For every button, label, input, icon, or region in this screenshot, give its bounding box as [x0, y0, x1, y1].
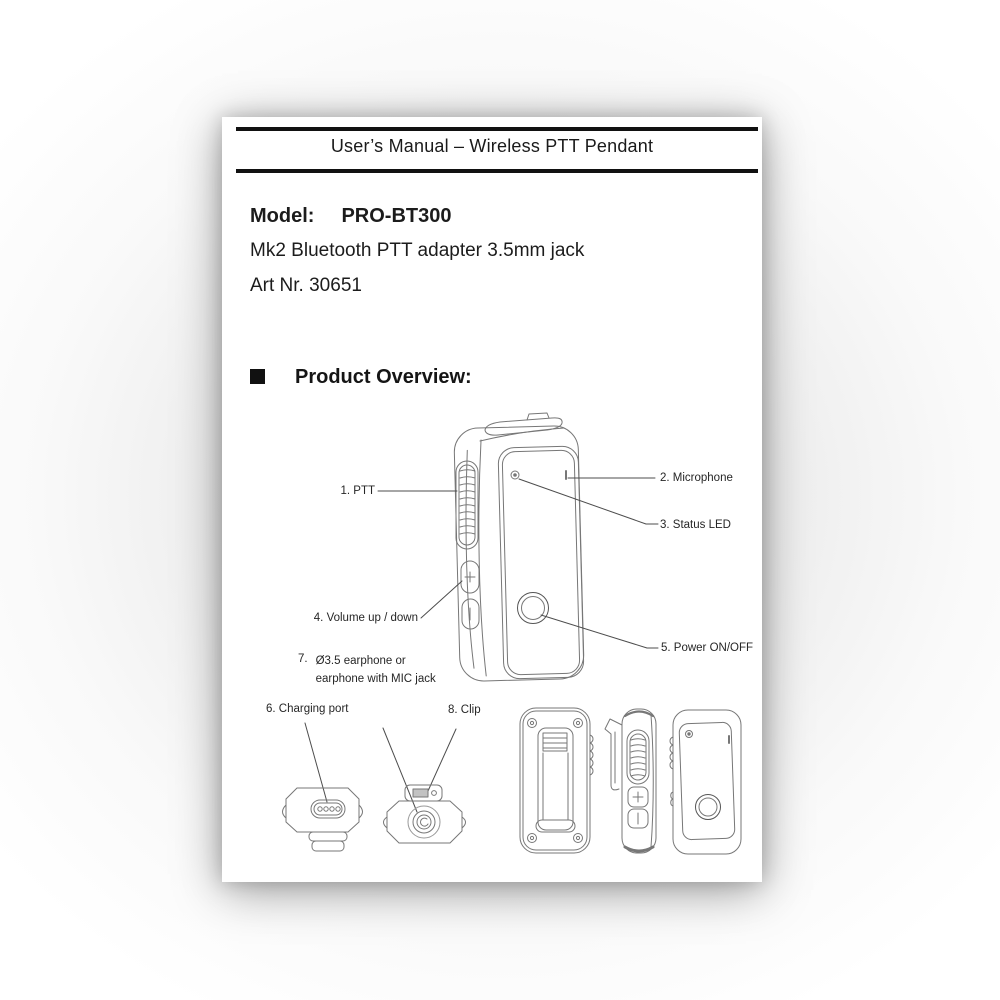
power-button-drawing	[517, 592, 549, 624]
callout-status-led: 3. Status LED	[660, 519, 731, 531]
header-rule-top	[236, 127, 758, 131]
callout-line-status-led	[518, 478, 659, 525]
belt-clip	[535, 727, 576, 833]
model-label: Model:	[250, 205, 315, 227]
screws	[527, 718, 583, 843]
status-led	[510, 470, 520, 480]
front-view	[669, 709, 742, 855]
callout-power: 5. Power ON/OFF	[661, 642, 754, 654]
side-ptt	[626, 729, 650, 785]
callout-earphone-line2: earphone with MIC jack	[315, 673, 436, 685]
callout-line-charging	[304, 722, 328, 803]
callout-lines	[304, 477, 659, 813]
callout-line-power	[540, 614, 659, 649]
callout-earphone-line1: Ø3.5 earphone or	[315, 655, 406, 667]
callout-charging-port: 6. Charging port	[266, 703, 349, 715]
section-bullet-square	[250, 369, 265, 384]
callout-ptt: 1. PTT	[340, 485, 375, 497]
product-subtitle: Mk2 Bluetooth PTT adapter 3.5mm jack	[250, 240, 585, 261]
product-line-art	[282, 412, 742, 855]
header-rule-bottom	[236, 169, 758, 173]
callout-microphone: 2. Microphone	[660, 472, 733, 484]
model-line: Model: PRO-BT300	[250, 205, 451, 228]
product-diagram: 1. PTT 2. Microphone 3. Status LED 4. Vo…	[222, 407, 762, 882]
page-title: User’s Manual – Wireless PTT Pendant	[330, 136, 654, 156]
article-number: Art Nr. 30651	[250, 275, 362, 296]
side-clip-profile	[604, 718, 623, 791]
volume-up-button-drawing	[460, 560, 480, 594]
callout-volume: 4. Volume up / down	[313, 612, 418, 624]
volume-down-button-drawing	[461, 598, 480, 630]
top-jack-bump	[479, 412, 565, 442]
earphone-jack-view	[383, 784, 466, 844]
callout-clip: 8. Clip	[448, 704, 481, 716]
callout-line-clip	[427, 728, 457, 792]
front-panel	[497, 445, 585, 680]
callout-earphone-jack: 7. Ø3.5 earphone or earphone with MIC ja…	[298, 652, 436, 688]
ptt-button-drawing	[455, 460, 479, 550]
section-title: Product Overview:	[295, 366, 472, 388]
model-value: PRO-BT300	[341, 205, 452, 227]
main-device-view	[453, 425, 585, 682]
charging-port-view	[282, 787, 363, 852]
manual-page: User’s Manual – Wireless PTT Pendant Mod…	[222, 117, 762, 882]
back-view	[519, 707, 594, 854]
callout-line-volume	[420, 580, 463, 619]
side-volume-up	[627, 786, 649, 808]
callout-line-earphone	[382, 727, 418, 813]
side-volume-down	[627, 808, 649, 829]
callout-earphone-number: 7.	[298, 653, 308, 665]
side-view	[604, 708, 657, 854]
